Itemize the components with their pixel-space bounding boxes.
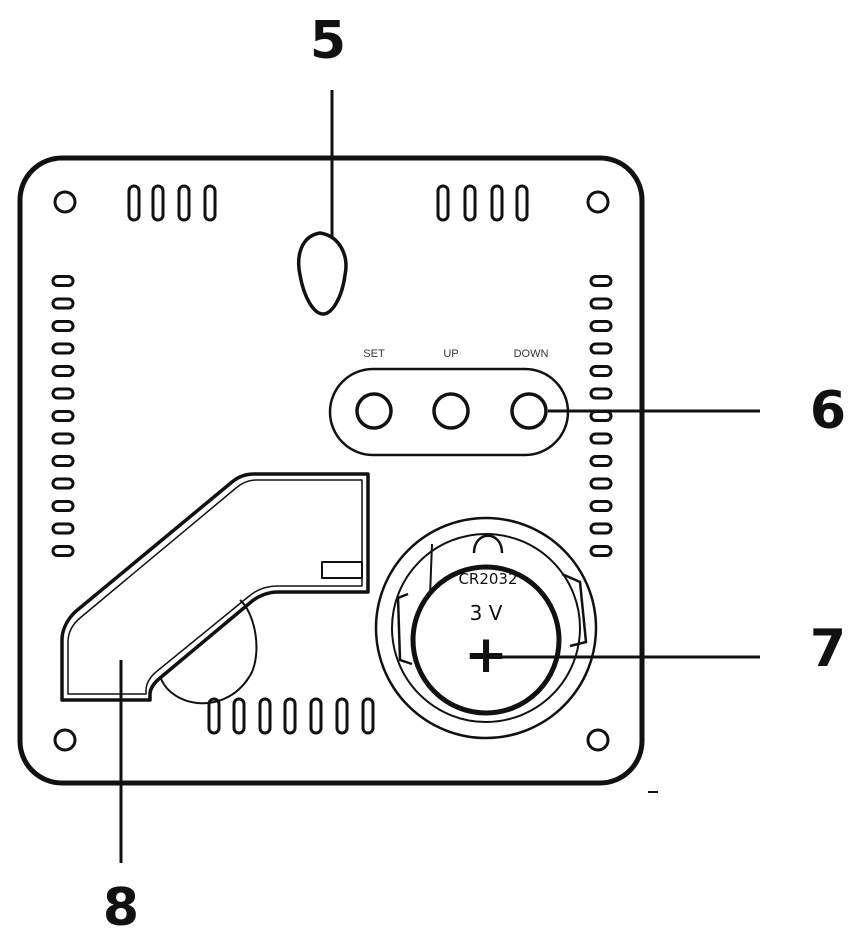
set-button-label: SET	[363, 348, 385, 360]
vent-slot-left	[51, 297, 75, 310]
screw-hole-top-right	[586, 190, 610, 214]
device-body	[17, 155, 645, 786]
vent-slot-left	[51, 545, 75, 557]
down-button[interactable]	[510, 392, 548, 430]
stand-notch	[321, 561, 363, 579]
battery-compartment-inner	[391, 533, 581, 723]
stand-inner-outline	[67, 479, 363, 695]
vent-slot-left	[51, 455, 75, 467]
screw-hole-top-left	[53, 190, 77, 214]
vent-slot-top-left	[203, 184, 217, 222]
coin-cell-battery	[410, 564, 562, 716]
screw-hole-bottom-left	[53, 728, 77, 752]
callout-8: 8	[103, 878, 139, 937]
vent-slot-left	[51, 500, 75, 512]
vent-slot-bottom	[207, 697, 221, 735]
vent-slot-right	[589, 297, 613, 310]
battery-compartment: CR2032 3 V +	[374, 516, 598, 740]
vent-slot-left	[51, 342, 75, 355]
vent-slot-top-right	[463, 184, 477, 222]
vent-slot-left	[51, 387, 75, 400]
button-panel	[328, 367, 570, 457]
battery-compartment-outer	[374, 516, 598, 740]
up-button[interactable]	[432, 392, 470, 430]
battery-right-clip	[561, 572, 588, 648]
vent-slot-bottom	[283, 697, 297, 735]
stand-hinge-arc	[159, 599, 258, 705]
vent-slot-bottom	[361, 697, 375, 735]
stand-outline	[60, 472, 370, 702]
vent-slot-bottom	[309, 697, 323, 735]
vent-slot-bottom	[335, 697, 349, 735]
vent-slot-top-right	[490, 184, 504, 222]
battery-top-clip	[472, 534, 504, 554]
battery-inner-tab	[429, 543, 433, 597]
vent-slot-right	[589, 410, 613, 422]
callout-7: 7	[810, 619, 846, 679]
up-button-label: UP	[443, 348, 458, 360]
vent-slot-left	[51, 410, 75, 422]
vent-slot-right	[589, 432, 613, 445]
battery-voltage-label: 3 V	[470, 601, 503, 625]
vent-slot-left	[51, 522, 75, 535]
vent-slot-right	[589, 365, 613, 377]
callout-5: 5	[310, 11, 346, 71]
screw-holes	[53, 190, 610, 752]
vent-slot-bottom	[258, 697, 272, 735]
vent-slot-left	[51, 275, 75, 287]
callout-6: 6	[810, 381, 846, 441]
keyhole-hanger	[297, 231, 348, 316]
vent-slot-right	[589, 387, 613, 400]
vent-slot-left	[51, 365, 75, 377]
vent-slot-right	[589, 522, 613, 535]
vent-slot-top-left	[177, 184, 191, 222]
vent-slot-right	[589, 477, 613, 490]
vent-slot-right	[589, 320, 613, 332]
vent-slot-top-right	[436, 184, 450, 222]
vent-slot-right	[589, 500, 613, 512]
vent-slot-right	[589, 455, 613, 467]
battery-model-label: CR2032	[458, 570, 517, 588]
vent-slot-top-left	[151, 184, 165, 222]
vent-slot-top-left	[127, 184, 141, 222]
vent-slots	[51, 184, 613, 735]
battery-plus-icon: +	[464, 625, 508, 685]
vent-slot-bottom	[232, 697, 246, 735]
vent-slot-left	[51, 432, 75, 445]
vent-slot-left	[51, 477, 75, 490]
battery-left-clip	[396, 592, 413, 666]
vent-slot-right	[589, 342, 613, 355]
vent-slot-right	[589, 545, 613, 557]
vent-slot-top-right	[515, 184, 529, 222]
set-button[interactable]	[355, 392, 393, 430]
vent-slot-right	[589, 275, 613, 287]
vent-slot-left	[51, 320, 75, 332]
screw-hole-bottom-right	[586, 728, 610, 752]
stand-bracket	[60, 472, 370, 705]
down-button-label: DOWN	[514, 348, 549, 360]
